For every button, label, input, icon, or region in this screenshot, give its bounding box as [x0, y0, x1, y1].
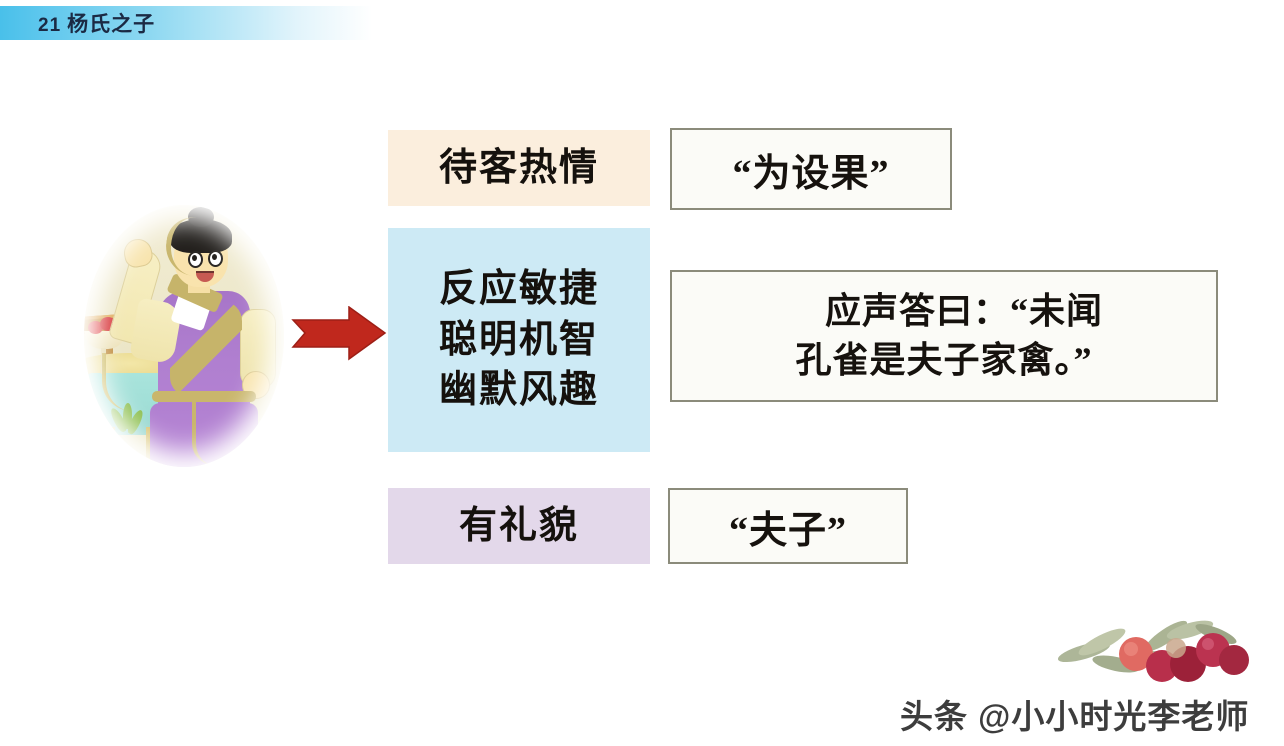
category-label-quick-wit-line-2: 聪明机智 [438, 318, 599, 361]
belt-tie-shape [192, 399, 222, 465]
category-label-quick-wit-line-1: 反应敏捷 [438, 267, 599, 310]
quote-box-master: “夫子” [668, 488, 908, 564]
ribbon-shape [102, 353, 140, 411]
pupil-shape [192, 255, 197, 261]
category-box-polite: 有礼貌 [388, 488, 650, 564]
quote-text-fruit: “为设果” [732, 152, 890, 195]
hair-bun-shape [188, 207, 214, 227]
watermark-text: 头条 @小小时光李老师 [900, 698, 1250, 735]
quote-text-reply-line-1: 应声答曰：“未闻 [824, 291, 1103, 332]
quote-text-reply-line-2: 孔雀是夫子家禽。” [795, 340, 1093, 380]
quote-box-reply: 应声答曰：“未闻 孔雀是夫子家禽。” [670, 270, 1218, 402]
plant-shape [108, 401, 146, 453]
sash-shape [170, 301, 242, 397]
category-box-quick-wit: 反应敏捷 聪明机智 幽默风趣 [388, 228, 650, 452]
berries-decoration-icon [1058, 604, 1258, 686]
table-leg-shape [146, 427, 153, 467]
boy-illustration [84, 205, 284, 467]
lesson-title: 杨氏之子 [67, 13, 156, 36]
illustration-oval [84, 205, 284, 467]
lesson-number: 21 [38, 15, 62, 36]
table-leg-shape [108, 427, 115, 467]
category-label-quick-wit-line-3: 幽默风趣 [438, 369, 599, 412]
belt-shape [152, 391, 256, 402]
header-bar [0, 6, 372, 40]
fruit-shape [88, 321, 103, 334]
quote-text-master: “夫子” [728, 509, 847, 552]
category-box-hospitality: 待客热情 [388, 130, 650, 206]
pupil-shape [212, 254, 217, 260]
category-label-polite: 有礼貌 [458, 504, 579, 547]
mouth-shape [196, 271, 214, 282]
category-label-hospitality: 待客热情 [438, 146, 599, 189]
quote-box-fruit: “为设果” [670, 128, 952, 210]
right-arrow-icon [291, 306, 387, 362]
